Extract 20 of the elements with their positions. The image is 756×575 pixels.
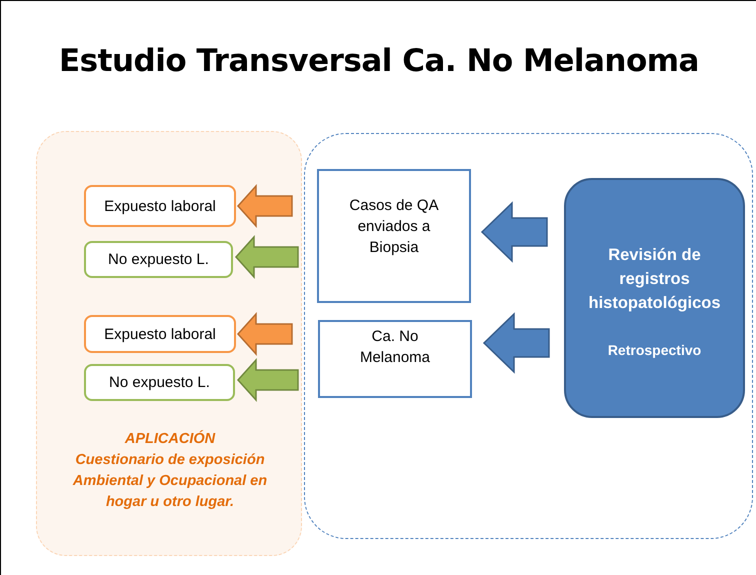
title: Estudio Transversal Ca. No Melanoma [58,43,700,79]
category-box: No expuesto L. [84,241,233,278]
block-arrow [237,184,293,228]
source-title: Revisión de registros histopatológicos [588,245,722,314]
dashed-panel [36,131,302,556]
panel-note: APLICACIÓN [124,429,216,449]
category-box: No expuesto L. [84,364,235,401]
block-arrow [237,358,299,402]
block-arrow [482,312,550,374]
category-box: Expuesto laboral [84,315,236,353]
process-box: Casos de QA enviados a Biopsia [317,169,471,303]
category-box: Expuesto laboral [84,185,236,227]
source-box [564,178,745,418]
panel-note: Cuestionario de exposición Ambiental y Ocupacional en hogar u otro lugar. [72,451,268,512]
dashed-group-panel [304,133,753,539]
block-arrow [237,312,293,356]
source-note: Retrospectivo [608,342,702,358]
process-box: Ca. No Melanoma [318,320,472,398]
block-arrow [480,201,548,263]
block-arrow [235,235,299,279]
